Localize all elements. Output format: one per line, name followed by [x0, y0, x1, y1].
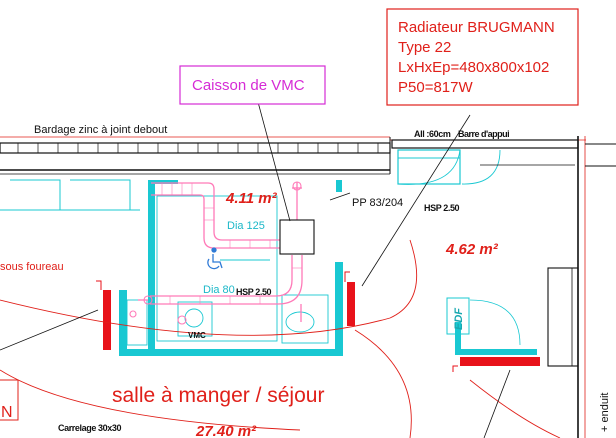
pp-label: PP 83/204 — [352, 197, 403, 209]
room-name-label: salle à manger / séjour — [112, 384, 324, 407]
left-callout-letter: N — [1, 404, 13, 421]
hsp-top-label: HSP 2.50 — [424, 203, 460, 213]
vmc-small-fittings — [129, 181, 302, 325]
hsp-mid-label: HSP 2.50 — [236, 287, 272, 297]
area-room-label: 27.40 m² — [195, 423, 257, 438]
vmc-ducts — [138, 182, 303, 322]
sous-foureau-label: sous foureau — [0, 261, 64, 273]
bathroom-walls — [119, 180, 537, 356]
bathroom-interior — [126, 195, 329, 346]
radiator-callout-line-2: Type 22 — [398, 39, 451, 56]
wheelchair-icon — [207, 247, 223, 270]
radiator-callout-line-3: LxHxEp=480x800x102 — [398, 59, 549, 76]
enduit-label: + enduit — [599, 393, 611, 432]
edf-label: EDF — [453, 308, 465, 330]
left-partial-callout: N — [0, 379, 19, 421]
radiators — [103, 282, 540, 366]
radiator-callout-line-1: Radiateur BRUGMANN — [398, 19, 555, 36]
dia-80-label: Dia 80 — [203, 284, 235, 296]
vmc-callout: Caisson de VMC — [179, 65, 326, 105]
area-right-label: 4.62 m² — [445, 241, 499, 258]
radiator-valves — [96, 271, 458, 372]
area-small-label: 4.11 m² — [225, 190, 278, 207]
all-60cm-label: All :60cm — [414, 129, 451, 139]
leader-lines — [0, 101, 511, 438]
vmc-label: VMC — [188, 331, 206, 340]
radiator-callout-line-4: P50=817W — [398, 79, 473, 96]
vmc-callout-label: Caisson de VMC — [192, 77, 305, 94]
dia-125-label: Dia 125 — [227, 220, 265, 232]
edf-panel — [446, 267, 579, 367]
carrelage-label: Carrelage 30x30 — [58, 423, 121, 433]
barre-appui-label: Barre d'appui — [458, 129, 509, 139]
room-outline-curves — [0, 239, 561, 438]
bardage-label: Bardage zinc à joint debout — [34, 124, 167, 136]
right-window-door — [397, 149, 575, 185]
radiator-callout: Radiateur BRUGMANN Type 22 LxHxEp=480x80… — [386, 8, 579, 106]
vmc-caisson-box — [279, 219, 315, 255]
